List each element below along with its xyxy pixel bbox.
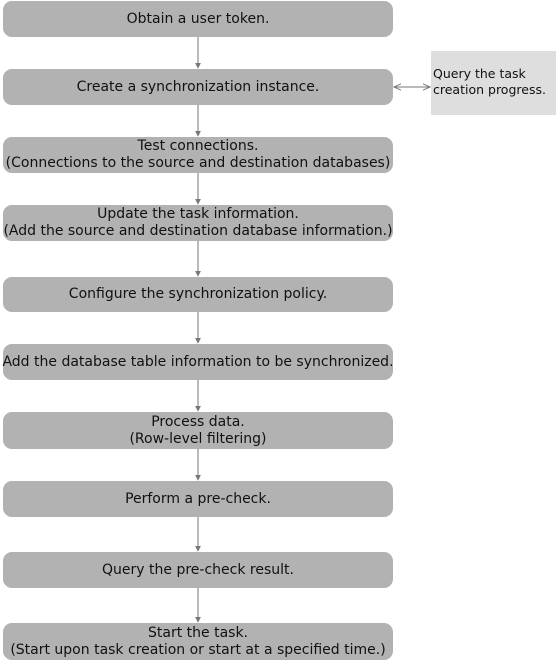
step-add-table-info: Add the database table information to be… bbox=[2, 344, 394, 380]
step-start-task: Start the task. (Start upon task creatio… bbox=[3, 623, 393, 660]
step-test-connections: Test connections. (Connections to the so… bbox=[3, 137, 393, 173]
step-label: Start the task. bbox=[148, 624, 248, 641]
step-label: Configure the synchronization policy. bbox=[68, 286, 328, 302]
step-label: Create a synchronization instance. bbox=[76, 78, 320, 95]
step-pre-check: Perform a pre-check. bbox=[3, 481, 393, 517]
step-label: Update the task information. bbox=[97, 206, 299, 222]
step-detail: (Row-level filtering) bbox=[129, 430, 267, 447]
step-process-data: Process data. (Row-level filtering) bbox=[3, 412, 393, 449]
step-label: Query the pre-check result. bbox=[102, 561, 294, 578]
note-line: Query the task bbox=[433, 66, 526, 81]
step-detail: (Start upon task creation or start at a … bbox=[10, 641, 386, 658]
query-progress-note: Query the task creation progress. bbox=[431, 51, 556, 115]
step-label: Add the database table information to be… bbox=[2, 353, 394, 370]
step-obtain-user-token: Obtain a user token. bbox=[3, 1, 393, 37]
step-label: Process data. bbox=[151, 413, 245, 430]
step-create-sync-instance: Create a synchronization instance. bbox=[3, 69, 393, 105]
step-update-task-info: Update the task information. (Add the so… bbox=[3, 205, 393, 241]
note-line: creation progress. bbox=[433, 82, 546, 97]
step-label: Obtain a user token. bbox=[126, 10, 270, 27]
step-configure-policy: Configure the synchronization policy. bbox=[3, 277, 393, 312]
step-detail: (Connections to the source and destinati… bbox=[5, 155, 391, 171]
step-label: Perform a pre-check. bbox=[125, 490, 271, 507]
step-detail: (Add the source and destination database… bbox=[3, 223, 393, 239]
step-query-pre-check-result: Query the pre-check result. bbox=[3, 552, 393, 588]
step-label: Test connections. bbox=[137, 138, 259, 154]
